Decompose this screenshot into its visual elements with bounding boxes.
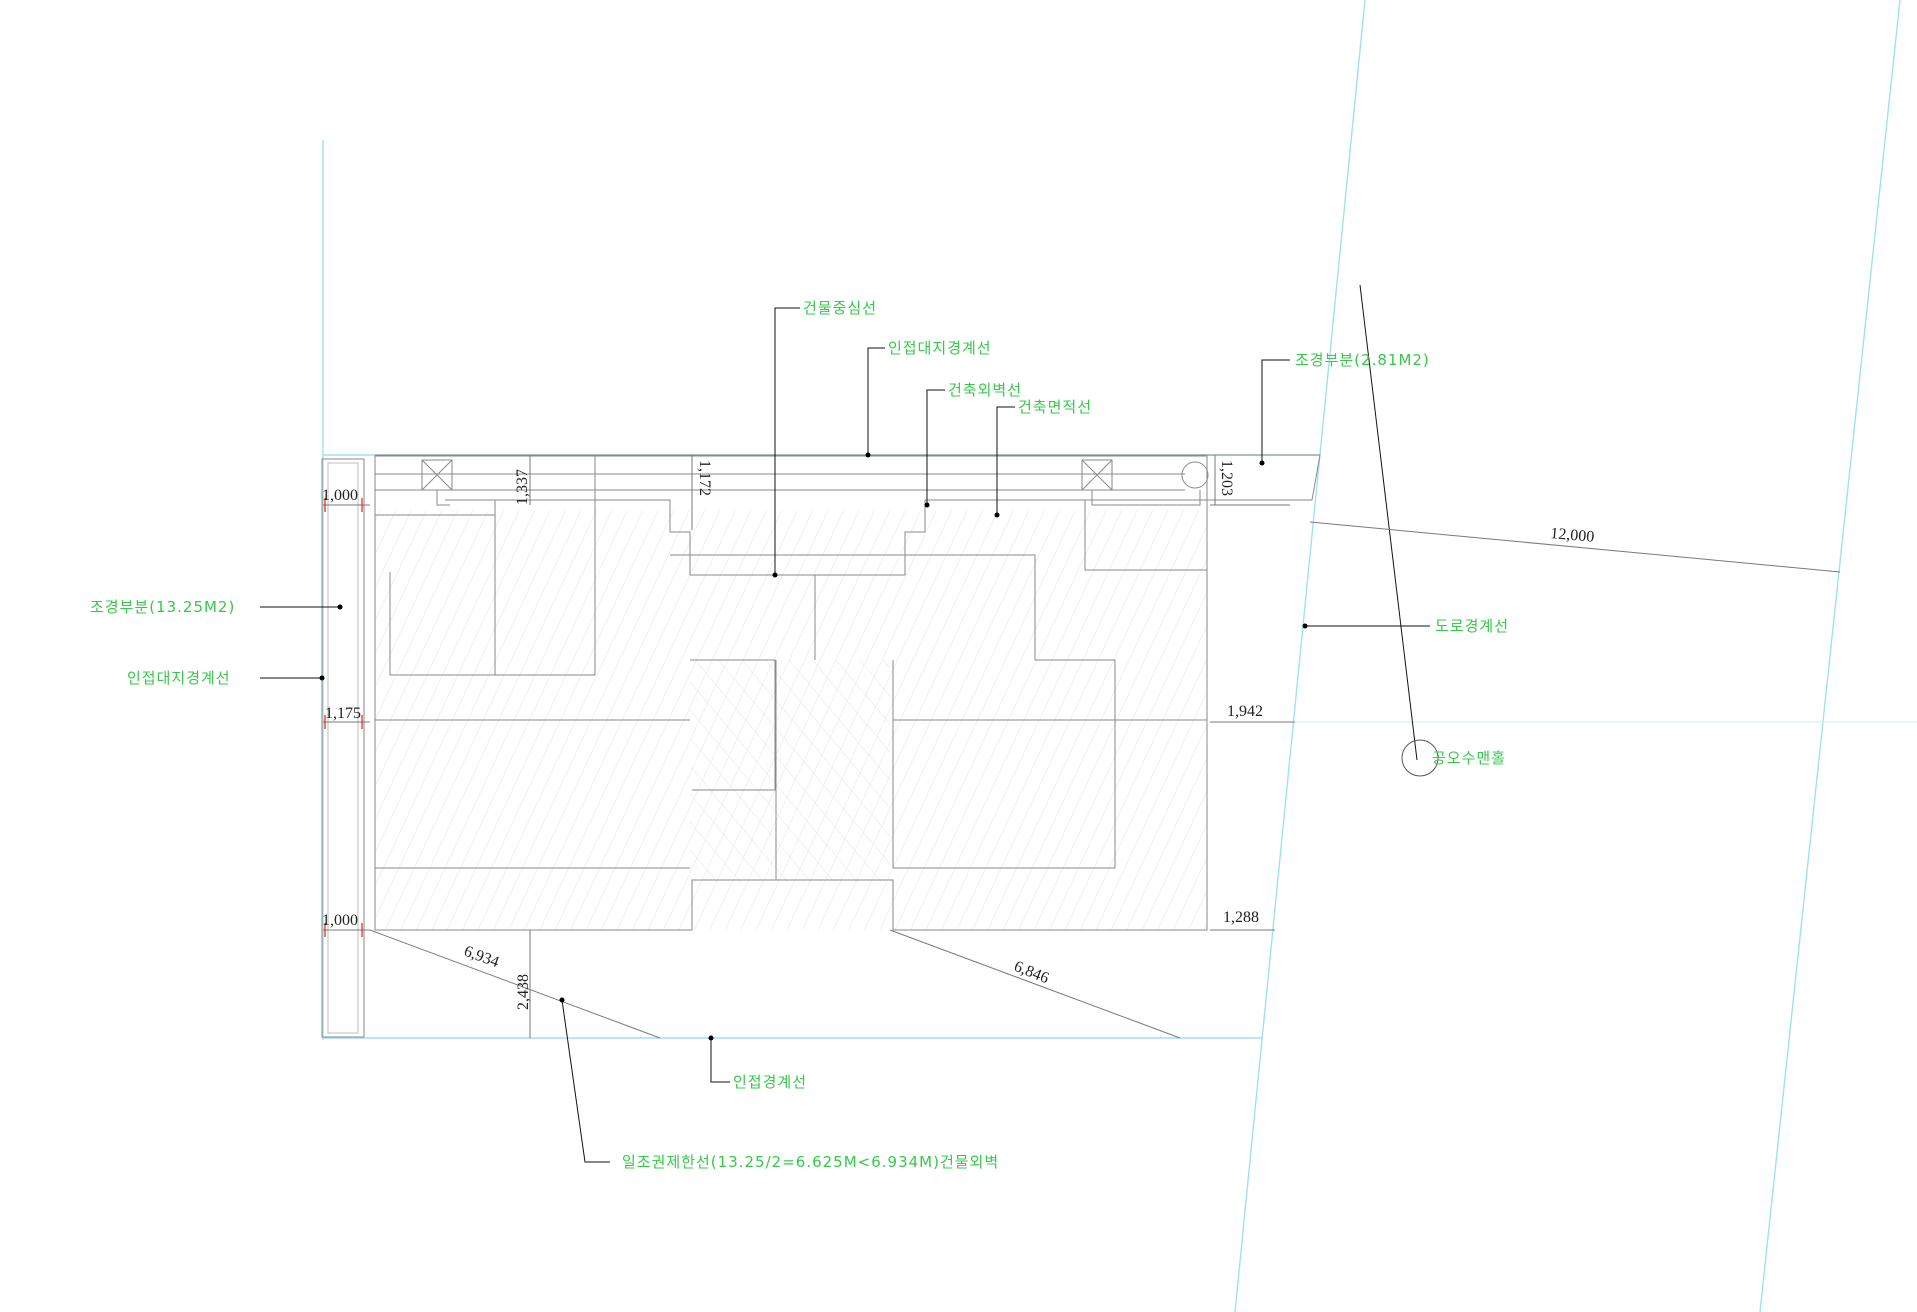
label-adjacent-lot-line-left: 인접대지경계선	[127, 669, 231, 687]
dim-top-a: 1,337	[514, 469, 531, 505]
label-building-center-line: 건물중심선	[803, 299, 877, 317]
dim-top-b: 1,172	[696, 460, 713, 496]
label-landscape-left: 조경부분(13.25M2)	[90, 598, 235, 616]
label-landscape-right: 조경부분(2.81M2)	[1295, 351, 1430, 369]
dim-vert-bottom: 2,438	[515, 974, 532, 1010]
label-road-boundary-line: 도로경계선	[1435, 617, 1509, 635]
manhole-symbol	[1359, 284, 1439, 777]
dim-left-mid: 1,175	[325, 705, 361, 722]
label-adjacent-lot-line-top: 인접대지경계선	[888, 339, 992, 357]
label-building-area-line: 건축면적선	[1018, 398, 1092, 416]
dimension-lines	[323, 455, 1841, 1039]
label-manhole: 공오수맨홀	[1432, 749, 1506, 767]
dim-right-bottom: 1,288	[1223, 909, 1259, 926]
landscape-strip-left	[321, 458, 365, 1038]
label-sunlight-limit-line: 일조권제한선(13.25/2=6.625M<6.934M)건물외벽	[622, 1153, 999, 1171]
label-adjacent-boundary-bottom: 인접경계선	[733, 1073, 807, 1091]
dim-road-width: 12,000	[1550, 525, 1595, 546]
dim-left-bottom: 1,000	[322, 912, 358, 929]
dim-right-mid: 1,942	[1227, 703, 1263, 720]
dim-left-top: 1,000	[322, 487, 358, 504]
label-building-outer-wall-line: 건축외벽선	[948, 381, 1022, 399]
dim-top-c: 1,203	[1218, 460, 1235, 496]
building-footprint	[374, 454, 1321, 931]
leader-lines	[260, 307, 1430, 1163]
